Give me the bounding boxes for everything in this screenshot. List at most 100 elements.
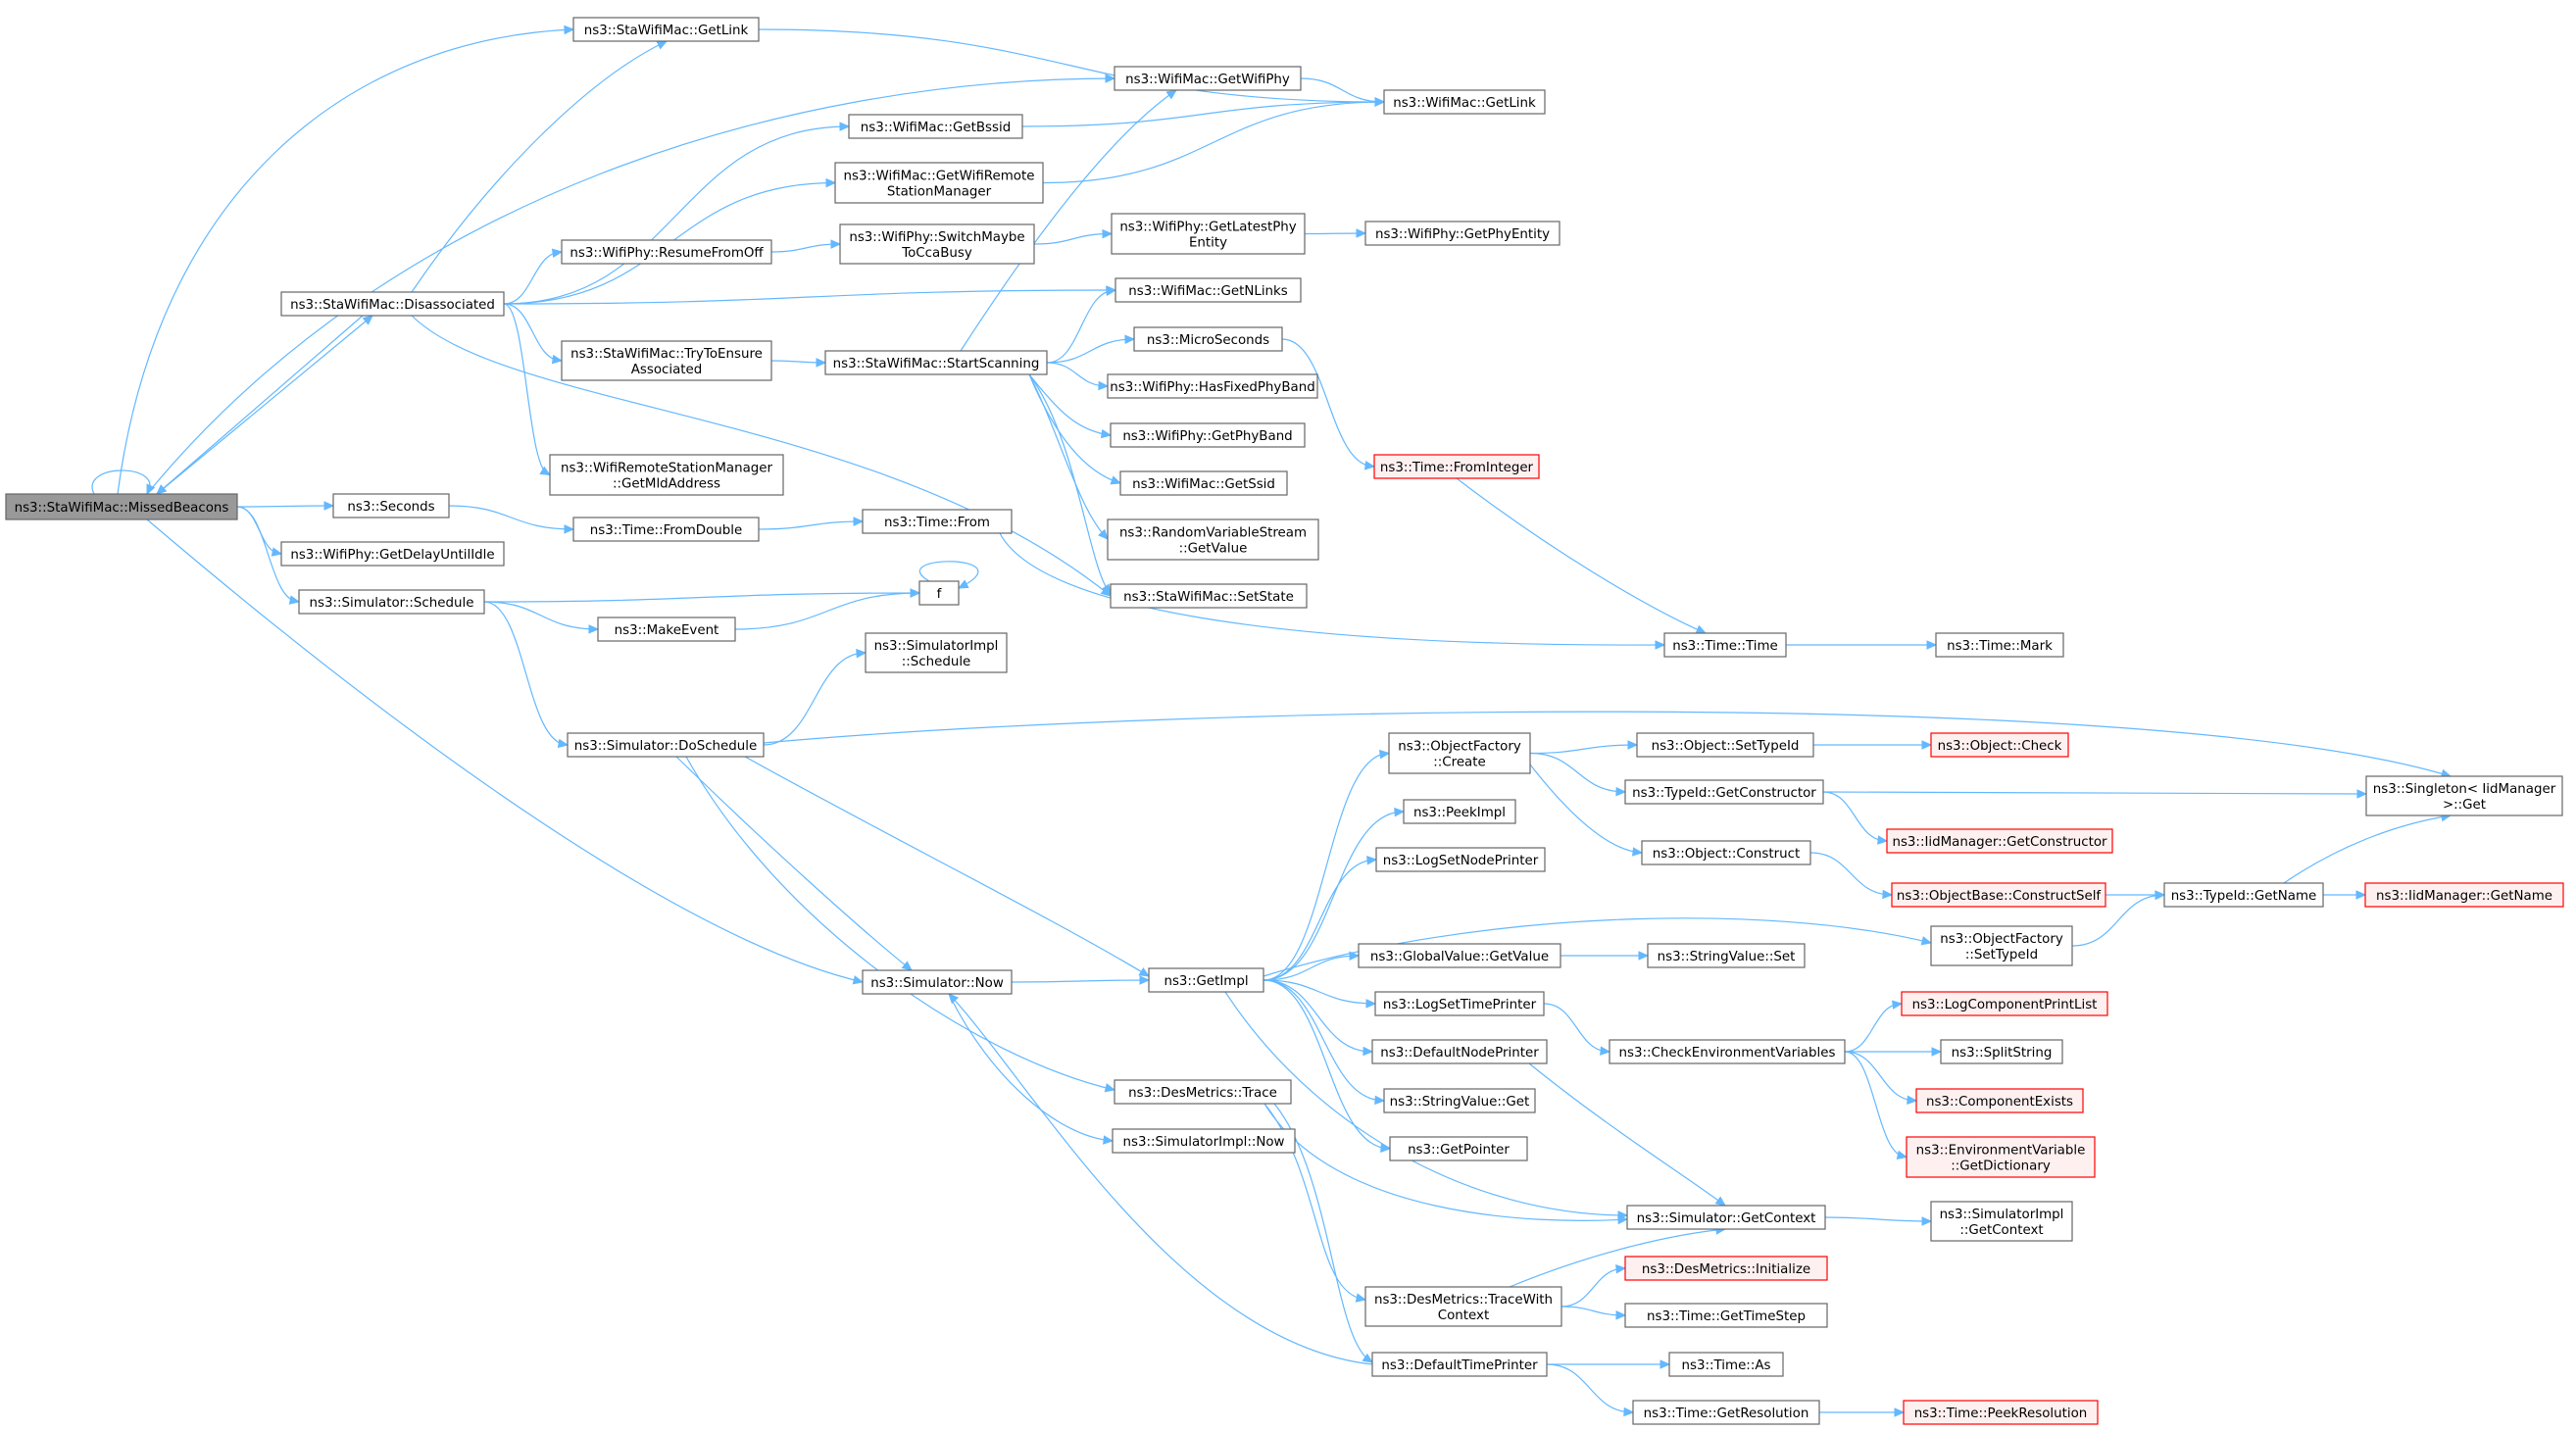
node-simimplschedule[interactable]: ns3::SimulatorImpl::Schedule (865, 632, 1008, 673)
node-logsettime[interactable]: ns3::LogSetTimePrinter (1374, 991, 1545, 1016)
node-desinit[interactable]: ns3::DesMetrics::Initialize (1624, 1256, 1828, 1281)
node-disassoc[interactable]: ns3::StaWifiMac::Disassociated (280, 291, 505, 317)
node-simgetctx[interactable]: ns3::Simulator::GetContext (1626, 1205, 1826, 1230)
edge-startscan-to-getphyband (1028, 373, 1112, 436)
node-getimpl[interactable]: ns3::GetImpl (1148, 967, 1264, 993)
node-getctor[interactable]: ns3::TypeId::GetConstructor (1624, 779, 1824, 805)
arrowhead-getctor-to-singleton (2356, 789, 2368, 799)
node-label: ns3::StaWifiMac::StartScanning (833, 357, 1040, 371)
node-destrace[interactable]: ns3::DesMetrics::Trace (1114, 1079, 1292, 1105)
edge-disassoc-to-getmld (503, 303, 551, 476)
node-label: ns3::TypeId::GetConstructor (1632, 786, 1816, 801)
node-svget[interactable]: ns3::StringValue::Get (1383, 1088, 1536, 1113)
node-rvs[interactable]: ns3::RandomVariableStream::GetValue (1107, 518, 1319, 561)
node-deftimeprinter[interactable]: ns3::DefaultTimePrinter (1371, 1352, 1548, 1377)
node-logcomp[interactable]: ns3::LogComponentPrintList (1901, 991, 2108, 1016)
edge-seconds-to-fromdouble (448, 505, 574, 530)
edge-disassoc-to-getnlinks (503, 289, 1116, 305)
edge-ofcreate-to-construct (1529, 764, 1643, 854)
node-splitstring[interactable]: ns3::SplitString (1940, 1039, 2063, 1064)
node-schedule[interactable]: ns3::Simulator::Schedule (298, 589, 485, 615)
node-getssid[interactable]: ns3::WifiMac::GetSsid (1119, 470, 1288, 496)
node-makeevent[interactable]: ns3::MakeEvent (597, 617, 736, 642)
node-peekres[interactable]: ns3::Time::PeekResolution (1903, 1400, 2099, 1425)
node-gvgetvalue[interactable]: ns3::GlobalValue::GetValue (1358, 943, 1561, 968)
node-timetime[interactable]: ns3::Time::Time (1663, 632, 1787, 658)
arrowhead-settypeid-to-objcheck (1921, 740, 1933, 750)
node-setstate[interactable]: ns3::StaWifiMac::SetState (1110, 583, 1308, 609)
node-getbssid[interactable]: ns3::WifiMac::GetBssid (848, 114, 1023, 139)
node-missedbeacons[interactable]: ns3::StaWifiMac::MissedBeacons (5, 493, 238, 520)
node-ofcreate[interactable]: ns3::ObjectFactory::Create (1388, 732, 1531, 774)
node-defnodeprinter[interactable]: ns3::DefaultNodePrinter (1371, 1039, 1548, 1064)
edge-checkenv-to-compexists (1844, 1051, 1917, 1102)
node-ofsettypeid[interactable]: ns3::ObjectFactory::SetTypeId (1930, 925, 2073, 966)
node-svset[interactable]: ns3::StringValue::Set (1647, 943, 1806, 968)
node-peekimpl[interactable]: ns3::PeekImpl (1403, 799, 1516, 824)
edge-fromint-to-timetime (1456, 477, 1707, 634)
node-getmld[interactable]: ns3::WifiRemoteStationManager::GetMldAdd… (549, 454, 784, 496)
node-checkenv[interactable]: ns3::CheckEnvironmentVariables (1609, 1039, 1846, 1064)
node-f[interactable]: f (918, 580, 960, 606)
node-label: Entity (1189, 236, 1227, 251)
node-compexists[interactable]: ns3::ComponentExists (1915, 1088, 2084, 1113)
node-resume[interactable]: ns3::WifiPhy::ResumeFromOff (561, 239, 772, 265)
node-label: ns3::MicroSeconds (1147, 333, 1269, 348)
node-getnlinks[interactable]: ns3::WifiMac::GetNLinks (1115, 277, 1302, 303)
node-box (567, 732, 765, 758)
edge-checkenv-to-logcomp (1844, 1003, 1903, 1053)
node-typeidname[interactable]: ns3::TypeId::GetName (2163, 882, 2324, 908)
node-getwifiphy[interactable]: ns3::WifiMac::GetWifiPhy (1114, 66, 1302, 91)
node-logsetnode[interactable]: ns3::LogSetNodePrinter (1375, 847, 1546, 872)
node-getpointer[interactable]: ns3::GetPointer (1389, 1136, 1528, 1161)
node-stagetlink[interactable]: ns3::StaWifiMac::GetLink (572, 17, 760, 42)
node-fromint[interactable]: ns3::Time::FromInteger (1373, 454, 1540, 479)
node-timefrom[interactable]: ns3::Time::From (862, 509, 1013, 534)
node-getdelay[interactable]: ns3::WifiPhy::GetDelayUntilIdle (280, 541, 505, 567)
node-box (1886, 828, 2113, 854)
node-label: ns3::Time::FromInteger (1380, 461, 1534, 475)
node-envdict[interactable]: ns3::EnvironmentVariable::GetDictionary (1906, 1136, 2096, 1178)
node-seconds[interactable]: ns3::Seconds (332, 493, 450, 518)
node-label: ns3::ObjectFactory (1940, 932, 2063, 947)
node-constructself[interactable]: ns3::ObjectBase::ConstructSelf (1891, 882, 2106, 908)
node-construct[interactable]: ns3::Object::Construct (1641, 840, 1811, 865)
node-getphyentity[interactable]: ns3::WifiPhy::GetPhyEntity (1364, 221, 1560, 246)
node-iidgetname[interactable]: ns3::IidManager::GetName (2364, 882, 2564, 908)
node-label: ::Schedule (902, 655, 971, 669)
node-getres[interactable]: ns3::Time::GetResolution (1632, 1400, 1820, 1425)
node-hasfixed[interactable]: ns3::WifiPhy::HasFixedPhyBand (1107, 373, 1318, 399)
edge-disassoc-to-stagetlink (411, 40, 668, 293)
node-timeas[interactable]: ns3::Time::As (1668, 1352, 1784, 1377)
edge-startscan-to-micro (1046, 338, 1135, 364)
node-label: ns3::Singleton< IidManager (2373, 782, 2556, 797)
node-gettimestep[interactable]: ns3::Time::GetTimeStep (1624, 1303, 1828, 1328)
node-singleton[interactable]: ns3::Singleton< IidManager>::Get (2365, 775, 2563, 816)
node-getphyband[interactable]: ns3::WifiPhy::GetPhyBand (1110, 422, 1306, 448)
arrowhead-disassoc-to-getremote (825, 177, 837, 188)
node-doschedule[interactable]: ns3::Simulator::DoSchedule (567, 732, 765, 758)
node-box (1626, 1205, 1826, 1230)
node-timemark[interactable]: ns3::Time::Mark (1935, 632, 2064, 658)
node-startscan[interactable]: ns3::StaWifiMac::StartScanning (824, 350, 1048, 375)
node-fromdouble[interactable]: ns3::Time::FromDouble (572, 517, 760, 542)
node-now[interactable]: ns3::Simulator::Now (862, 969, 1013, 995)
node-box (1930, 1201, 2073, 1242)
node-simimplnow[interactable]: ns3::SimulatorImpl::Now (1112, 1128, 1296, 1154)
node-label: ns3::IidManager::GetConstructor (1892, 835, 2107, 850)
node-settypeid[interactable]: ns3::Object::SetTypeId (1636, 732, 1814, 758)
node-objcheck[interactable]: ns3::Object::Check (1930, 732, 2069, 758)
node-micro[interactable]: ns3::MicroSeconds (1133, 326, 1283, 352)
node-getremote[interactable]: ns3::WifiMac::GetWifiRemoteStationManage… (834, 162, 1044, 204)
node-label: ns3::Simulator::GetContext (1637, 1211, 1816, 1226)
edge-getbssid-to-macgetlink (1021, 101, 1385, 127)
edge-missedbeacons-to-disassoc (156, 315, 373, 495)
node-box (5, 493, 238, 520)
node-simimplctx[interactable]: ns3::SimulatorImpl::GetContext (1930, 1201, 2073, 1242)
node-macgetlink[interactable]: ns3::WifiMac::GetLink (1383, 89, 1546, 115)
node-iidgetctor[interactable]: ns3::IidManager::GetConstructor (1886, 828, 2113, 854)
